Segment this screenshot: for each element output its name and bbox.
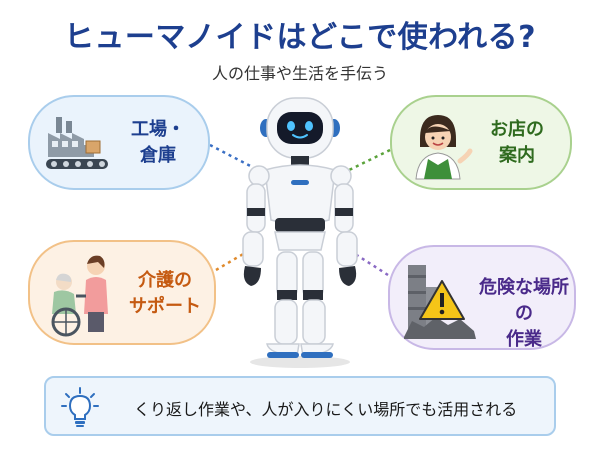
card-care-line2: サポート: [129, 296, 201, 317]
info-bar: くり返し作業や、人が入りにくい場所でも活用される: [44, 376, 556, 436]
factory-icon: [46, 117, 108, 169]
card-care: 介護の サポート: [28, 240, 216, 345]
robot-face: [277, 112, 323, 144]
page-title: ヒューマノイドはどこで使われる?: [63, 20, 537, 55]
card-factory-line1: 工場・: [131, 119, 185, 140]
card-danger-line2: 作業: [506, 329, 542, 350]
connector-danger: [351, 250, 389, 277]
card-factory-line2: 倉庫: [140, 145, 176, 166]
caregiver-icon: [51, 255, 108, 337]
shop-staff-icon: [415, 115, 473, 180]
card-shop-line1: お店の: [490, 119, 544, 140]
card-shop-line2: 案内: [499, 145, 535, 166]
robot-torso: [264, 164, 336, 225]
card-danger: 危険な場所の 作業: [388, 245, 576, 350]
card-shop: お店の 案内: [390, 95, 572, 190]
connector-shop: [344, 148, 391, 174]
card-factory: 工場・ 倉庫: [28, 95, 210, 190]
page-subtitle: 人の仕事や生活を手伝う: [211, 64, 388, 83]
info-bar-text: くり返し作業や、人が入りにくい場所でも活用される: [134, 400, 518, 419]
warning-icon: [404, 265, 476, 339]
lightbulb-icon: [61, 387, 99, 427]
connector-factory: [209, 143, 259, 172]
card-danger-line1: 危険な場所の: [479, 277, 569, 324]
card-care-line1: 介護の: [138, 270, 192, 291]
humanoid-robot: [242, 97, 358, 368]
